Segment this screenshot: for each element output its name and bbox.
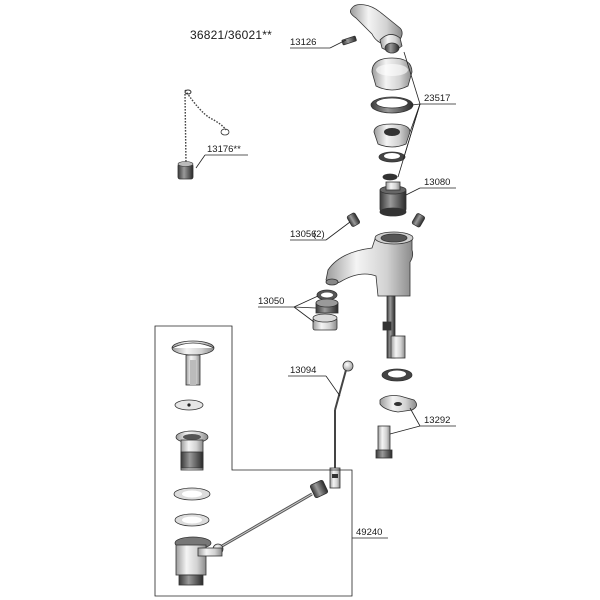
aerator-ring-13050 (316, 289, 338, 301)
label-13056-qty: (2) (313, 229, 325, 240)
cover-ring (373, 123, 411, 148)
seal-ring (378, 151, 406, 163)
set-screw-left-13056 (346, 212, 360, 227)
label-13080: 13080 (424, 177, 450, 188)
label-13050: 13050 (258, 296, 284, 307)
mounting-shank (382, 295, 406, 359)
cover-cap (371, 57, 413, 91)
chain-and-plug-13176 (177, 89, 230, 180)
label-13056: 13056 (290, 229, 316, 240)
drain-flange (175, 430, 209, 471)
drain-body (174, 536, 223, 586)
faucet-body (325, 231, 414, 297)
mounting-gasket (381, 368, 413, 382)
aerator-insert-13050 (315, 298, 339, 314)
aerator-housing-13050 (312, 313, 338, 331)
label-49240: 49240 (356, 527, 382, 538)
stopper-washer (174, 399, 204, 411)
pivot-rod-nut (309, 479, 329, 499)
label-13126: 13126 (290, 37, 316, 48)
pivot-rod (212, 492, 313, 555)
clevis-strap (329, 467, 341, 489)
mounting-bracket-13292 (379, 395, 417, 413)
drain-kit-outline (154, 325, 353, 597)
small-o-ring (382, 173, 398, 181)
handle-insert (384, 42, 400, 54)
pop-up-stopper (171, 340, 215, 386)
label-13176: 13176** (207, 144, 241, 155)
model-number-title: 36821/36021** (190, 28, 273, 42)
label-23517: 23517 (424, 93, 450, 104)
callout-leaders (195, 39, 456, 539)
drain-gasket-lower (174, 513, 210, 527)
cartridge-13080 (379, 181, 407, 217)
lift-rod-13094 (334, 360, 354, 470)
threaded-ring (370, 96, 414, 114)
set-screw-right-13056 (411, 213, 425, 228)
handle-screw-13126 (341, 35, 357, 46)
threaded-stud-13292 (375, 425, 393, 459)
drain-gasket-upper (173, 487, 211, 501)
label-13292: 13292 (424, 415, 450, 426)
label-13094: 13094 (290, 365, 316, 376)
